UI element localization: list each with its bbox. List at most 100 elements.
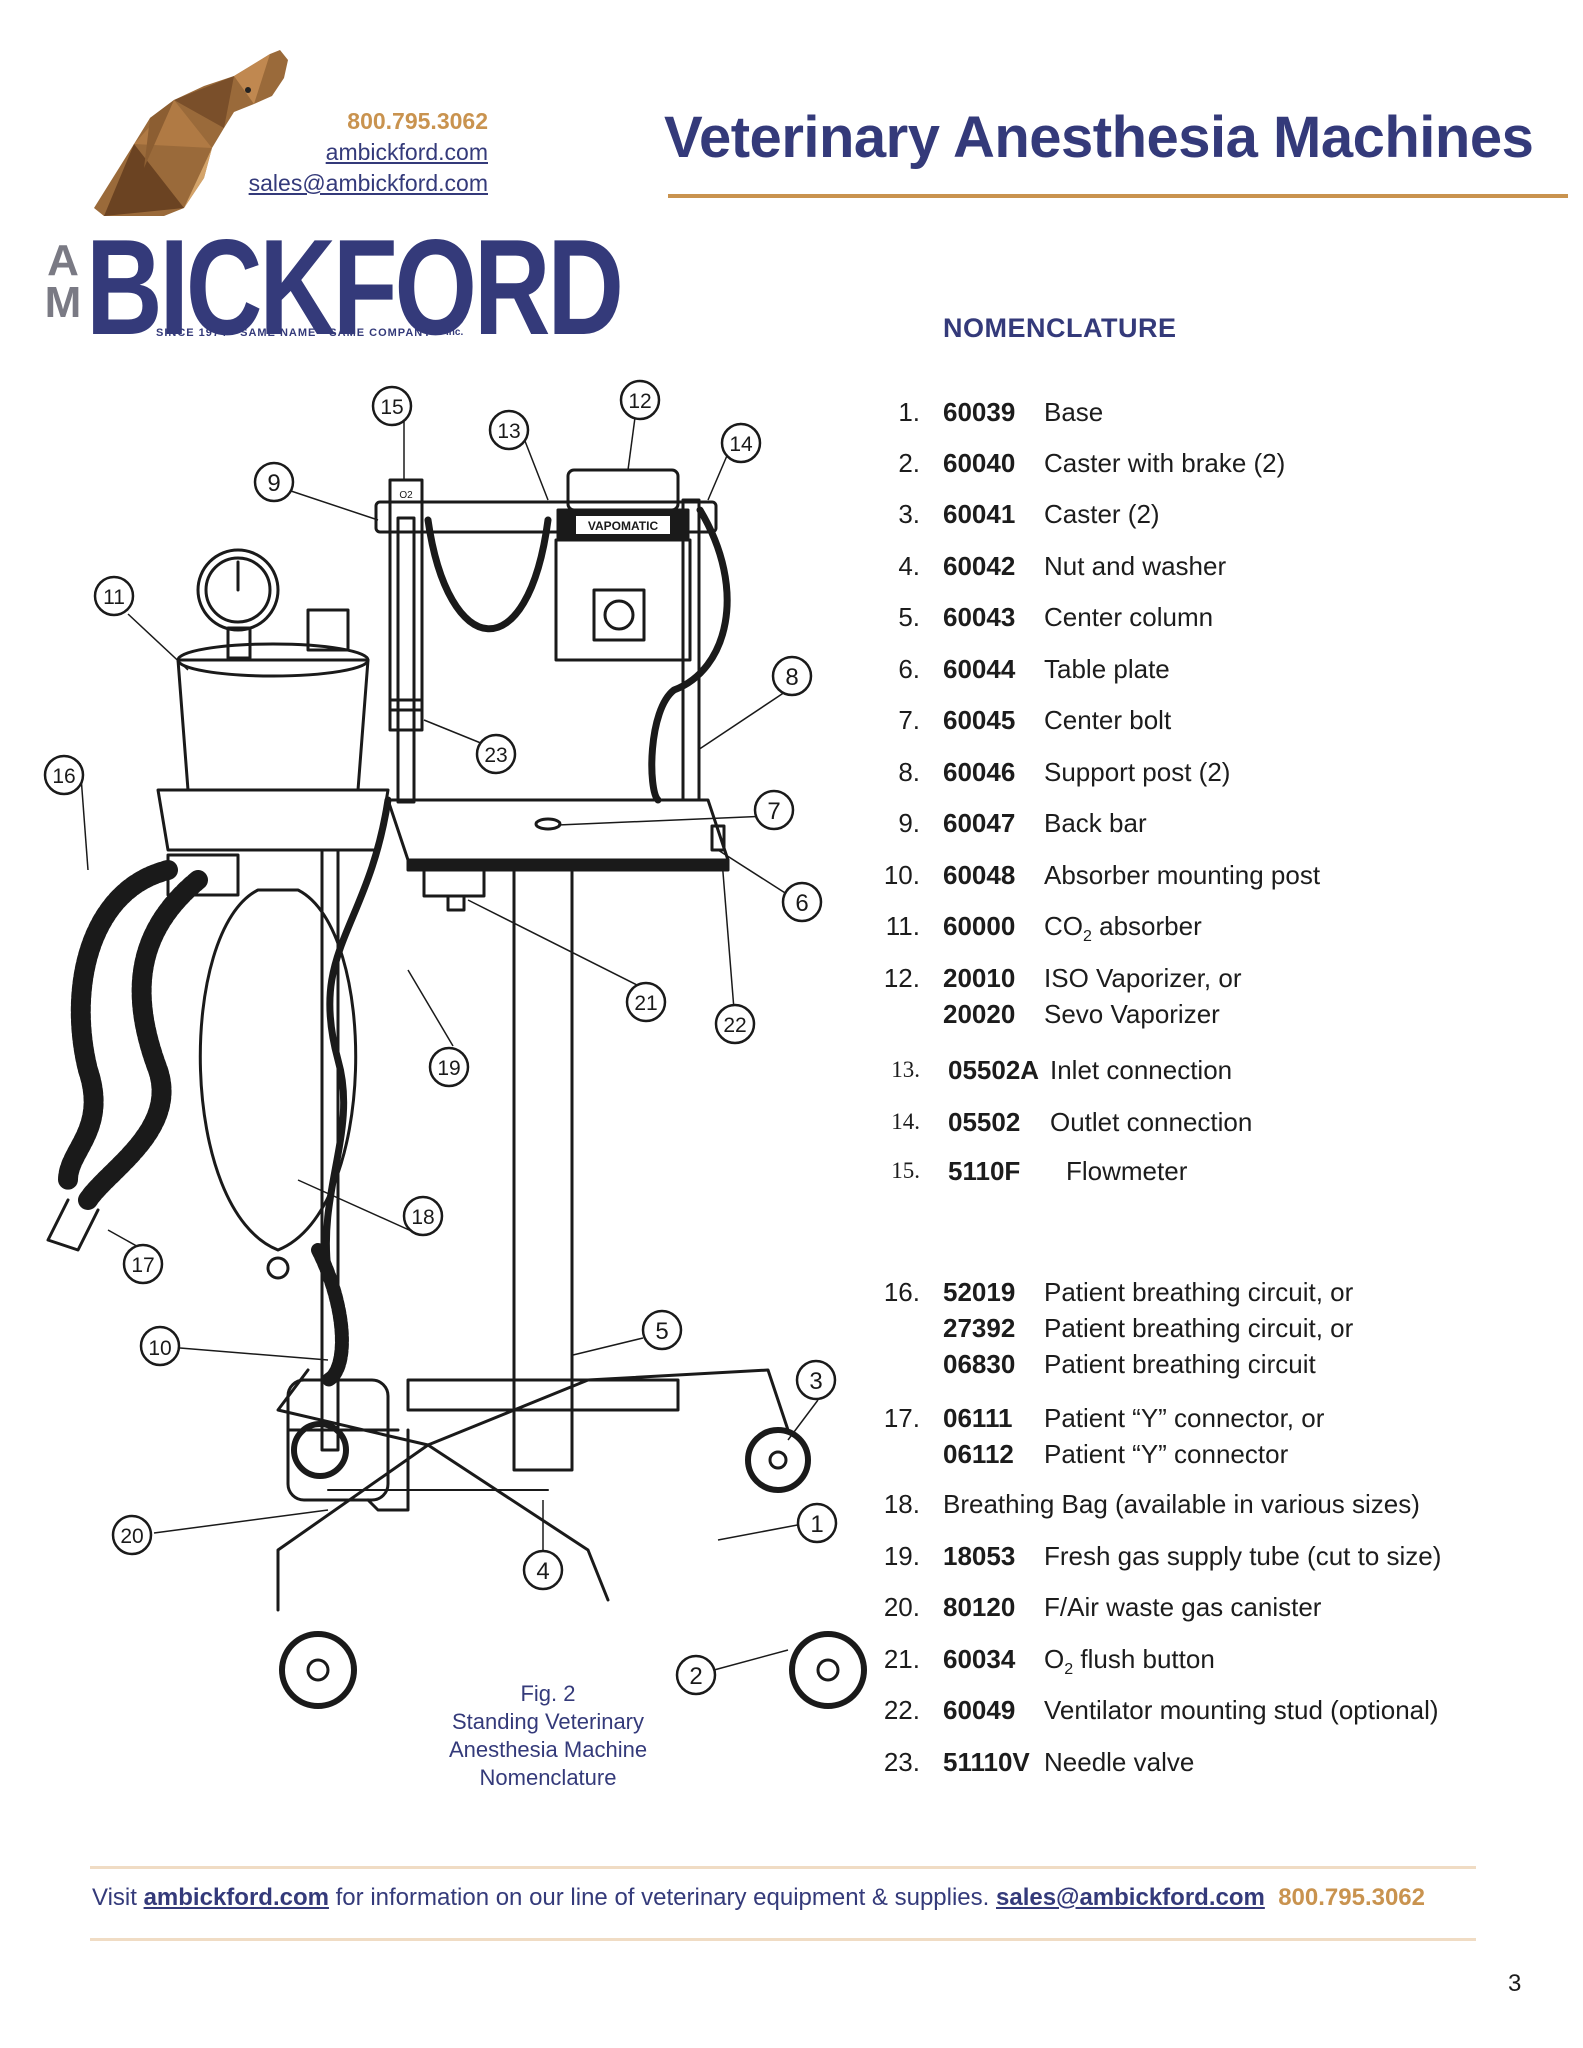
part-description: Sevo Vaporizer <box>1044 999 1220 1029</box>
part-code: 60039 <box>943 397 1016 427</box>
caption-line: Anesthesia Machine <box>448 1737 648 1762</box>
part-code: 60046 <box>943 757 1016 787</box>
callout-4: 4 <box>522 1549 564 1591</box>
part-description: Breathing Bag (available in various size… <box>943 1489 1420 1519</box>
item-number: 5. <box>898 602 920 632</box>
part-code: 60040 <box>943 448 1016 478</box>
part-description: ISO Vaporizer, or <box>1044 963 1242 993</box>
callout-1: 1 <box>796 1502 838 1544</box>
svg-text:20: 20 <box>120 1525 143 1548</box>
part-description: CO2 absorber <box>1044 911 1202 946</box>
item-number: 1. <box>898 397 920 427</box>
part-code: 60000 <box>943 911 1016 941</box>
footer-middle-text: for information on our line of veterinar… <box>328 1884 996 1911</box>
item-number: 8. <box>898 757 920 787</box>
part-description: Outlet connection <box>1050 1107 1253 1137</box>
part-code: 60043 <box>943 602 1016 632</box>
svg-text:18: 18 <box>411 1206 434 1229</box>
callout-22: 22 <box>714 1003 756 1045</box>
part-code: 27392 <box>943 1313 1016 1343</box>
footer-email-link[interactable]: sales@ambickford.com <box>996 1884 1265 1911</box>
nomenclature-heading: NOMENCLATURE <box>943 313 1177 343</box>
footer-divider-bottom <box>90 1938 1476 1941</box>
svg-text:23: 23 <box>484 744 507 767</box>
callout-15: 15 <box>371 385 413 427</box>
svg-text:3: 3 <box>809 1368 822 1395</box>
caption-line: Nomenclature <box>479 1765 617 1790</box>
footer-divider-top <box>90 1866 1476 1869</box>
callout-6: 6 <box>781 881 823 923</box>
part-description: Patient breathing circuit, or <box>1044 1313 1354 1343</box>
callout-23: 23 <box>475 733 517 775</box>
callout-2: 2 <box>675 1654 717 1696</box>
item-number: 22. <box>883 1695 920 1725</box>
svg-text:11: 11 <box>103 586 125 609</box>
item-number: 12. <box>883 963 920 993</box>
part-description: Back bar <box>1044 808 1147 838</box>
flowmeter-label: O2 <box>399 490 413 501</box>
part-description: Ventilator mounting stud (optional) <box>1044 1695 1439 1725</box>
callout-14: 14 <box>720 422 762 464</box>
part-description: Base <box>1044 397 1104 427</box>
svg-text:15: 15 <box>380 396 403 419</box>
part-code: 52019 <box>943 1277 1016 1307</box>
svg-text:6: 6 <box>795 890 808 917</box>
callout-13: 13 <box>488 409 530 451</box>
part-description: Needle valve <box>1044 1747 1195 1777</box>
part-description: Center column <box>1044 602 1214 632</box>
callout-5: 5 <box>641 1309 683 1351</box>
svg-text:12: 12 <box>628 390 651 413</box>
part-code: 60048 <box>943 860 1016 890</box>
logo-letter-a: A <box>47 236 79 285</box>
callout-7: 7 <box>753 789 795 831</box>
logo-tagline: SINCE 1974 • SAME NAME • SAME COMPANY <box>156 327 432 339</box>
callout-17: 17 <box>122 1243 164 1285</box>
part-code: 05502 <box>948 1107 1021 1137</box>
part-description: Table plate <box>1044 654 1170 684</box>
part-description: Patient breathing circuit <box>1044 1349 1316 1379</box>
item-number: 20. <box>883 1592 920 1622</box>
svg-text:9: 9 <box>267 470 280 497</box>
svg-text:7: 7 <box>767 798 780 825</box>
part-description: Support post (2) <box>1044 757 1231 787</box>
item-number: 6. <box>898 654 920 684</box>
part-code: 06112 <box>943 1439 1014 1469</box>
part-code: 60047 <box>943 808 1016 838</box>
svg-text:5: 5 <box>655 1318 668 1345</box>
svg-text:10: 10 <box>148 1337 171 1360</box>
header-email-link[interactable]: sales@ambickford.com <box>248 170 488 196</box>
part-code: 60044 <box>943 654 1016 684</box>
item-number: 19. <box>883 1541 920 1571</box>
item-number: 9. <box>898 808 920 838</box>
part-description: Absorber mounting post <box>1044 860 1321 890</box>
footer-visit-text: Visit <box>92 1884 144 1911</box>
caption-line: Fig. 2 <box>520 1681 576 1706</box>
footer-text: Visit ambickford.com for information on … <box>92 1884 1425 1912</box>
anesthesia-machine-diagram: VAPOMATIC O2 1 2 3 4 5 6 7 8 9 <box>43 379 867 1709</box>
part-description: Center bolt <box>1044 705 1172 735</box>
logo-inc: Inc. <box>446 327 464 338</box>
item-number: 14. <box>891 1109 920 1134</box>
svg-text:17: 17 <box>131 1254 154 1277</box>
contact-block: 800.795.3062 ambickford.com sales@ambick… <box>200 106 488 199</box>
part-code: 60034 <box>943 1644 1016 1674</box>
footer-phone: 800.795.3062 <box>1278 1884 1425 1911</box>
logo-letter-m: M <box>44 278 82 327</box>
item-number: 7. <box>898 705 920 735</box>
svg-text:16: 16 <box>52 765 75 788</box>
svg-text:4: 4 <box>536 1558 549 1585</box>
header-website-link[interactable]: ambickford.com <box>325 139 488 165</box>
logo-wordmark: BICKFORD <box>86 211 624 363</box>
part-description: F/Air waste gas canister <box>1044 1592 1322 1622</box>
dog-logo-image <box>94 50 288 216</box>
item-number: 4. <box>898 551 920 581</box>
callout-10: 10 <box>139 1325 181 1367</box>
part-description: Patient breathing circuit, or <box>1044 1277 1354 1307</box>
page-title: Veterinary Anesthesia Machines <box>664 105 1534 170</box>
callout-11: 11 <box>93 575 135 617</box>
part-description: O2 flush button <box>1044 1644 1215 1679</box>
footer-website-link[interactable]: ambickford.com <box>143 1884 329 1911</box>
callout-16: 16 <box>43 754 85 796</box>
part-description: Nut and washer <box>1044 551 1227 581</box>
part-code: 05502A <box>948 1055 1040 1085</box>
